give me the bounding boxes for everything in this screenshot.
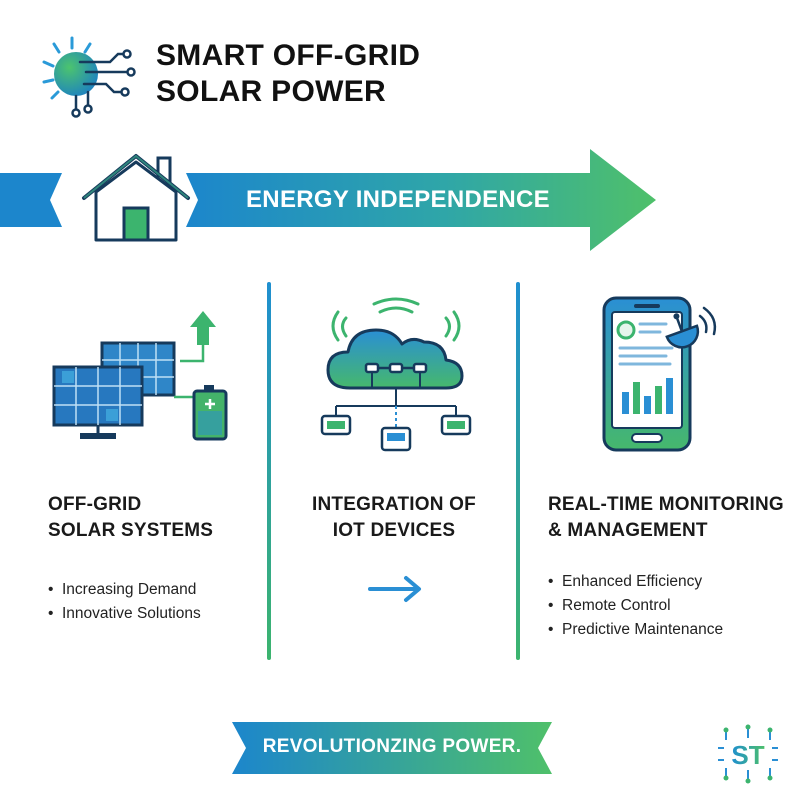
st-logo-icon: ST bbox=[718, 724, 778, 784]
footer-banner bbox=[232, 722, 552, 774]
column-2-title: INTEGRATION OF IOT DEVICES bbox=[272, 492, 516, 544]
footer-label: REVOLUTIONZING POWER. bbox=[262, 736, 522, 757]
list-item: Enhanced Efficiency bbox=[548, 570, 723, 594]
iot-cloud-icon bbox=[320, 297, 472, 452]
column-1-title-line-2: SOLAR SYSTEMS bbox=[48, 520, 214, 541]
column-2-title-line-2: IOT DEVICES bbox=[332, 520, 456, 541]
column-1-title-line-1: OFF-GRID bbox=[48, 494, 142, 515]
column-1-title: OFF-GRID SOLAR SYSTEMS bbox=[48, 492, 213, 544]
st-logo-text: ST bbox=[731, 740, 764, 770]
column-3-bullets: Enhanced Efficiency Remote Control Predi… bbox=[548, 570, 723, 642]
arrow-right-icon bbox=[368, 576, 421, 602]
column-3-title-line-1: REAL-TIME MONITORING bbox=[548, 494, 784, 515]
page-title-line-2: SOLAR POWER bbox=[156, 75, 386, 108]
solar-panel-battery-icon bbox=[52, 311, 228, 441]
header: SMART OFF-GRID SOLAR POWER bbox=[40, 34, 460, 124]
column-2-title-line-1: INTEGRATION OF bbox=[312, 494, 476, 515]
list-item: Increasing Demand bbox=[48, 578, 201, 602]
column-3-title: REAL-TIME MONITORING & MANAGEMENT bbox=[548, 492, 784, 544]
smartphone-dashboard-icon bbox=[602, 296, 717, 452]
house-icon bbox=[82, 154, 190, 242]
column-1-bullets: Increasing Demand Innovative Solutions bbox=[48, 578, 201, 626]
column-divider-2 bbox=[516, 282, 520, 660]
column-3-title-line-2: & MANAGEMENT bbox=[548, 520, 708, 541]
list-item: Remote Control bbox=[548, 594, 723, 618]
column-divider-1 bbox=[267, 282, 271, 660]
list-item: Innovative Solutions bbox=[48, 602, 201, 626]
page-title-line-1: SMART OFF-GRID bbox=[156, 39, 421, 72]
energy-banner-arrow bbox=[0, 149, 656, 251]
list-item: Predictive Maintenance bbox=[548, 618, 723, 642]
solar-circuit-icon bbox=[42, 36, 136, 118]
energy-independence-label: ENERGY INDEPENDENCE bbox=[246, 186, 550, 213]
